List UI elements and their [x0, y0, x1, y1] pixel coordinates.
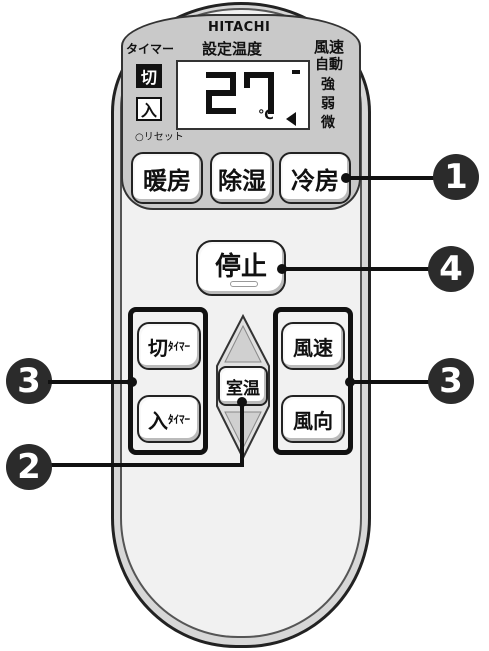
fan-direction-button[interactable]: 風向 [281, 395, 345, 443]
callout-3-left-badge: 3 [6, 358, 52, 404]
brand-logo: HITACHI [208, 20, 271, 35]
callout-3-left-anchor [127, 377, 137, 387]
fan-mode-auto: 自動 [315, 57, 343, 73]
temp-up-arrow-icon [224, 324, 262, 363]
lcd-segment [206, 108, 236, 114]
reset-label: ○リセット [135, 132, 184, 143]
lcd-segment [244, 72, 250, 88]
callout-3-right-badge: 3 [428, 358, 474, 404]
setting-temp-label: 設定温度 [202, 40, 263, 58]
lcd-segment [230, 72, 236, 94]
fan-mode-strong: 強 [321, 77, 335, 93]
callout-3-left-line [48, 380, 132, 384]
heat-button[interactable]: 暖房 [131, 152, 203, 204]
off-indicator: 切 [136, 64, 162, 88]
callout-2-badge: 2 [6, 444, 52, 490]
callout-2-line-horizontal [48, 463, 244, 467]
lcd-segment [244, 72, 274, 78]
fan-speed-label: 風速 [314, 38, 345, 56]
lcd-segment [206, 90, 236, 96]
stop-button-label: 停止 [214, 251, 267, 282]
timer-label: タイマー [126, 42, 175, 56]
fan-auto-indicator [292, 70, 300, 74]
fan-mode-weak: 弱 [321, 96, 335, 112]
callout-4-line [282, 267, 432, 271]
off-timer-label: 切 [148, 335, 168, 360]
fan-level-pointer-icon [286, 112, 296, 126]
fan-speed-button[interactable]: 風速 [281, 322, 345, 370]
on-indicator: 入 [136, 97, 162, 121]
fan-mode-micro: 微 [321, 115, 335, 131]
off-timer-button[interactable]: 切ﾀｲﾏｰ [137, 322, 201, 370]
stop-indicator-light [230, 281, 258, 287]
room-temp-button[interactable]: 室温 [218, 366, 268, 406]
callout-1-badge: 1 [433, 154, 479, 200]
on-timer-label: 入 [148, 408, 168, 433]
stop-button[interactable]: 停止 [196, 240, 286, 296]
on-timer-button[interactable]: 入ﾀｲﾏｰ [137, 395, 201, 443]
callout-3-right-line [350, 380, 432, 384]
lcd-segment [206, 90, 212, 114]
celsius-unit: ℃ [258, 108, 274, 123]
lcd-segment [268, 72, 274, 114]
callout-4-badge: 4 [428, 246, 474, 292]
lcd-display: 27 ℃ [176, 60, 310, 130]
callout-2-line-vertical [240, 400, 244, 466]
callout-1-line [346, 176, 438, 180]
lcd-segment [206, 72, 236, 78]
on-timer-sub-label: ﾀｲﾏｰ [168, 413, 190, 426]
off-timer-sub-label: ﾀｲﾏｰ [168, 340, 190, 353]
dehumidify-button[interactable]: 除湿 [210, 152, 274, 204]
